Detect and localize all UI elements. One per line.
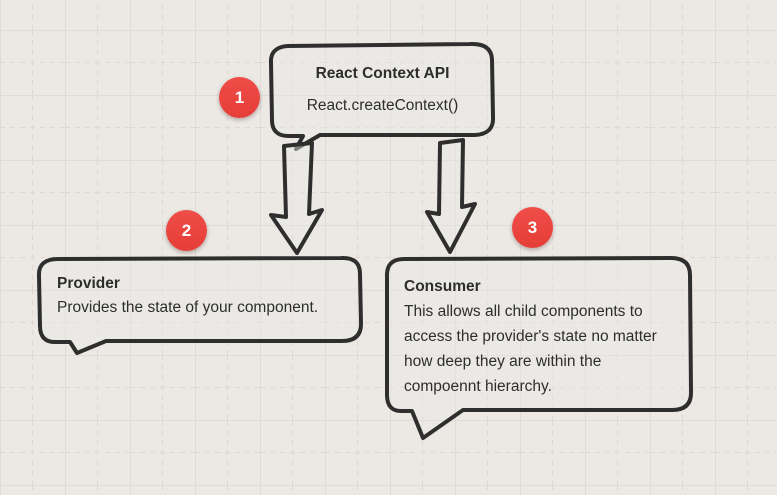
provider-line: Provides the state of your component. [57, 299, 319, 316]
arrow-to-consumer[interactable] [425, 138, 477, 254]
consumer-line: compoennt hierarchy. [404, 378, 552, 395]
comment-badge-2[interactable]: 2 [166, 210, 207, 251]
node-consumer[interactable]: Consumer This allows all child component… [404, 274, 684, 399]
consumer-bubble-shape[interactable] [384, 256, 693, 440]
node-react-context-api[interactable]: React Context API React.createContext() [272, 46, 493, 134]
provider-bubble-shape[interactable] [36, 255, 363, 355]
consumer-line: access the provider's state no matter [404, 328, 657, 345]
context-subtitle: React.createContext() [306, 97, 459, 114]
consumer-line: This allows all child components to [404, 303, 643, 320]
consumer-title: Consumer [404, 278, 481, 295]
provider-title: Provider [57, 275, 120, 292]
comment-badge-1[interactable]: 1 [219, 77, 260, 118]
node-provider[interactable]: Provider Provides the state of your comp… [57, 272, 353, 320]
comment-badge-3[interactable]: 3 [512, 207, 553, 248]
context-title: React Context API [315, 65, 450, 82]
consumer-line: how deep they are within the [404, 353, 602, 370]
arrow-to-provider[interactable] [269, 141, 324, 255]
